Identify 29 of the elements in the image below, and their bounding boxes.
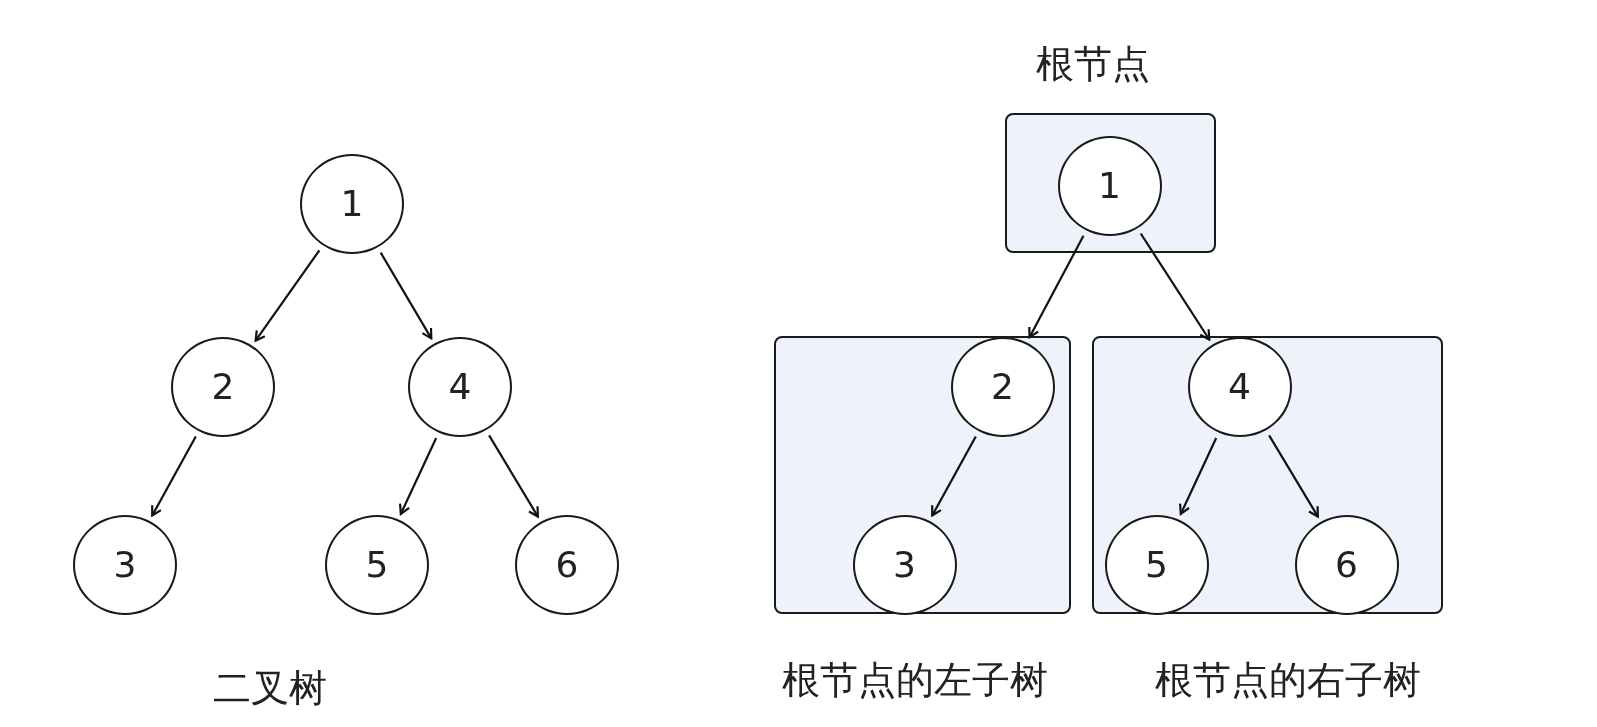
node-number: 6 xyxy=(555,547,579,583)
node-number: 5 xyxy=(1145,546,1168,583)
node-number: 2 xyxy=(211,369,235,405)
node-number: 5 xyxy=(365,547,389,583)
arrow xyxy=(1028,235,1085,339)
arrow xyxy=(254,249,321,342)
arrow xyxy=(1139,232,1211,341)
arrow xyxy=(1179,437,1218,516)
panel-caption: 根节点 xyxy=(1036,42,1150,88)
arrow xyxy=(379,252,433,340)
arrow xyxy=(931,435,977,517)
tree-caption: 二叉树 xyxy=(213,666,327,712)
node-number: 1 xyxy=(340,186,364,222)
arrow xyxy=(399,437,438,516)
node-number: 6 xyxy=(1335,546,1358,583)
subtree-panel xyxy=(1005,113,1216,253)
node-number: 3 xyxy=(113,547,137,583)
arrow xyxy=(151,435,197,517)
subtree-panel xyxy=(774,336,1071,614)
subtree-panel xyxy=(1092,336,1443,614)
node-number: 4 xyxy=(1228,368,1251,405)
arrow xyxy=(488,434,539,518)
node-number: 1 xyxy=(1098,167,1121,204)
arrow xyxy=(1268,434,1319,518)
node-number: 2 xyxy=(991,368,1014,405)
panel-caption: 根节点的左子树 xyxy=(782,658,1048,704)
node-number: 4 xyxy=(448,369,472,405)
node-number: 3 xyxy=(893,546,916,583)
panel-caption: 根节点的右子树 xyxy=(1155,658,1421,704)
